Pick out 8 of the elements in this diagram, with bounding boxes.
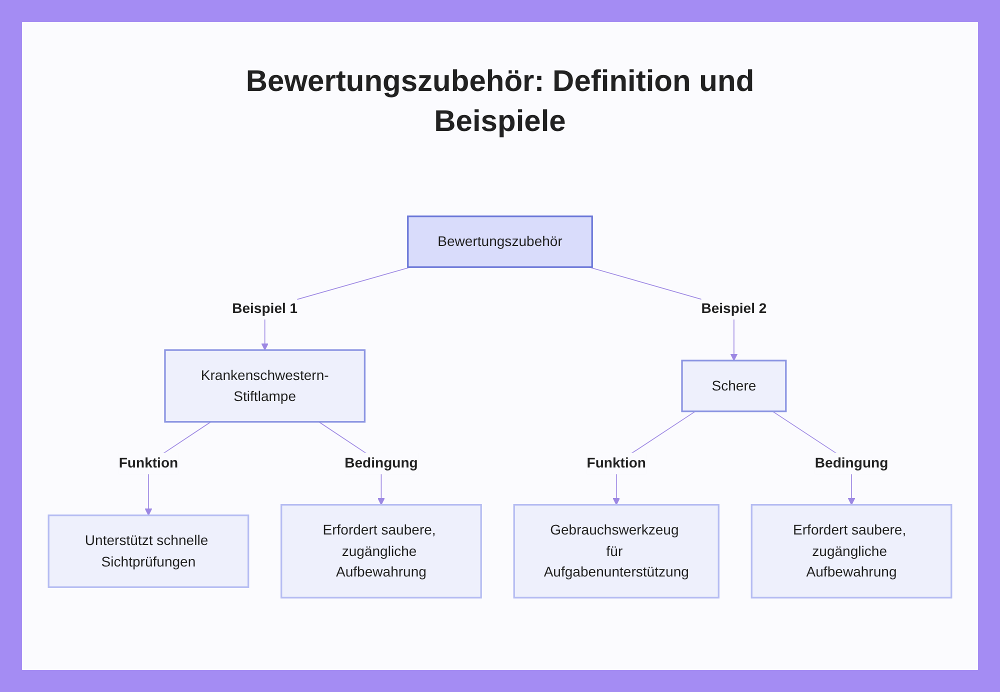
process-box: Erfordert saubere, zugängliche Aufbewahrung	[280, 504, 482, 598]
diagram-title: Bewertungszubehör: Definition und Beispiele	[244, 64, 756, 140]
process-box: Gebrauchswerkzeug für Aufgabenunterstützung	[513, 504, 720, 598]
process-box: Krankenschwestern-Stiftlampe	[164, 349, 366, 423]
process-box: Erfordert saubere, zugängliche Aufbewahrung	[750, 504, 952, 598]
process-box: Schere	[681, 360, 787, 412]
process-box: Unterstützt schnelle Sichtprüfungen	[48, 514, 250, 588]
process-box: Bewertungszubehör	[407, 216, 593, 268]
